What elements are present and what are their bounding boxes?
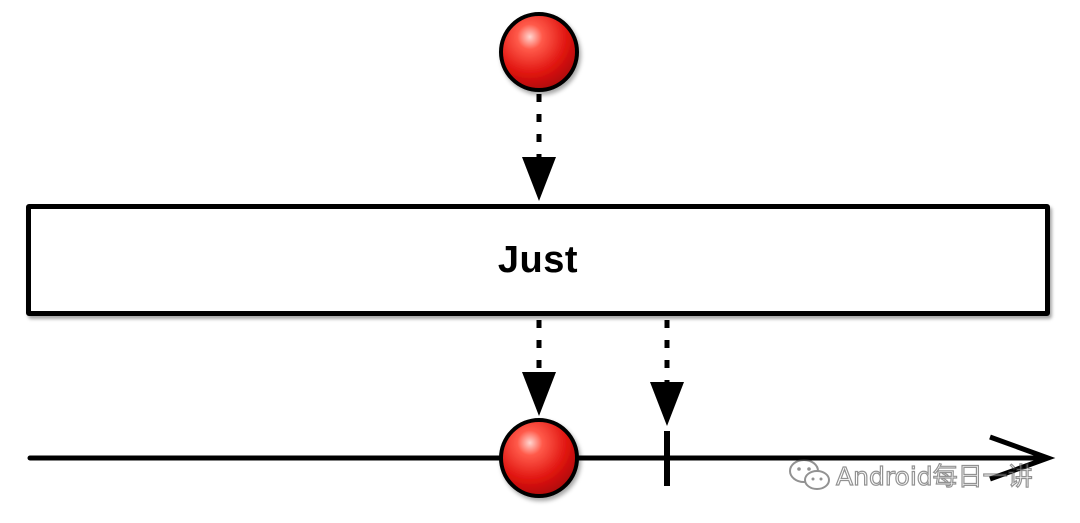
watermark: Android每日一讲 xyxy=(788,455,1033,495)
output-item-marble xyxy=(499,418,579,498)
input-item-marble xyxy=(499,12,579,92)
timeline-arrow-head xyxy=(989,434,1056,482)
completion-arrow-head xyxy=(650,382,684,426)
output-item-arrow-head xyxy=(522,372,556,416)
operator-label: Just xyxy=(497,238,579,281)
operator-box: Just xyxy=(26,204,1050,316)
input-arrow-head xyxy=(522,157,556,201)
watermark-text: Android每日一讲 xyxy=(835,461,1033,491)
wechat-icon xyxy=(789,459,830,490)
